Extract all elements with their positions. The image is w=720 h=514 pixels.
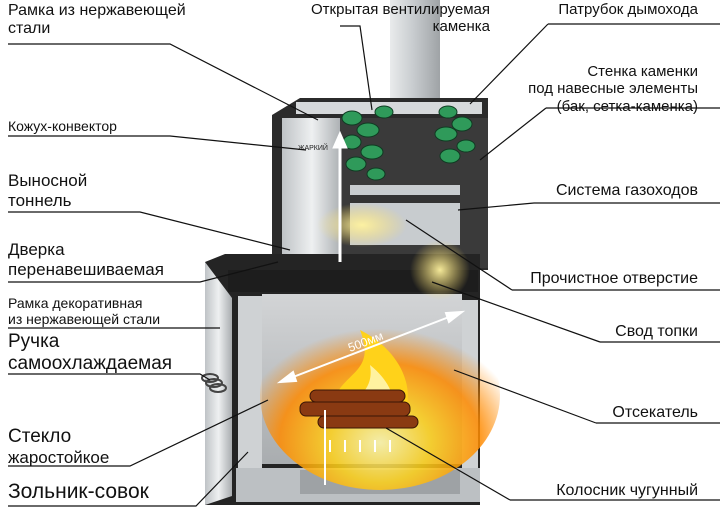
label-line: тоннель	[8, 190, 72, 210]
dimension-500mm	[276, 310, 466, 384]
label-line: стали	[8, 20, 51, 38]
label-line: под навесные элементы	[528, 80, 698, 98]
label-line: (бак, сетка-каменка)	[556, 97, 698, 115]
label-line: Рамка декоративная	[8, 295, 143, 311]
label-line: Открытая вентилируемая	[311, 1, 490, 18]
label-line: Дверка	[8, 240, 65, 259]
label-line: каменка	[432, 18, 490, 36]
label-line: Выносной	[8, 171, 88, 190]
label-line: Рамка из нержавеющей	[8, 2, 186, 19]
label-cleaning-hole: Прочистное отверстие	[530, 270, 698, 287]
label-cutoff: Отсекатель	[612, 404, 698, 421]
label-door-rehang: Дверка перенавешиваемая	[8, 240, 164, 279]
label-ash-pan: Зольник-совок	[8, 480, 149, 503]
brand-plate: ЖАРКИЙ	[298, 143, 328, 152]
label-line: жаростойкое	[8, 447, 110, 467]
label-chimney-pipe: Патрубок дымохода	[558, 1, 698, 18]
label-line: Стенка каменки	[587, 63, 698, 80]
label-stone-wall: Стенка каменки под навесные элементы (ба…	[528, 63, 698, 115]
leader-lines	[8, 23, 720, 507]
label-casing-convector: Кожух-конвектор	[8, 118, 117, 134]
cast-iron-grate	[329, 440, 391, 452]
label-decor-frame: Рамка декоративная из нержавеющей стали	[8, 295, 160, 327]
label-line: Ручка	[8, 331, 60, 352]
label-open-ventilated: Открытая вентилируемая каменка	[311, 1, 490, 36]
label-firebox-vault: Свод топки	[615, 323, 698, 340]
label-line: перенавешиваемая	[8, 259, 164, 279]
label-gas-duct-system: Система газоходов	[555, 182, 698, 199]
label-remote-tunnel: Выносной тоннель	[8, 171, 87, 210]
label-glass: Стекло жаростойкое	[8, 426, 109, 467]
label-frame-stainless: Рамка из нержавеющей стали	[8, 2, 186, 39]
airflow-arrows	[324, 130, 348, 485]
handle-spring	[201, 373, 227, 393]
sauna-stones	[341, 105, 476, 181]
label-line: самоохлаждаемая	[8, 352, 173, 374]
label-line: из нержавеющей стали	[8, 311, 161, 328]
label-grate: Колосник чугунный	[556, 482, 698, 499]
logs	[299, 389, 419, 429]
label-line: Стекло	[8, 426, 72, 447]
label-handle: Ручка самоохлаждаемая	[8, 331, 172, 375]
